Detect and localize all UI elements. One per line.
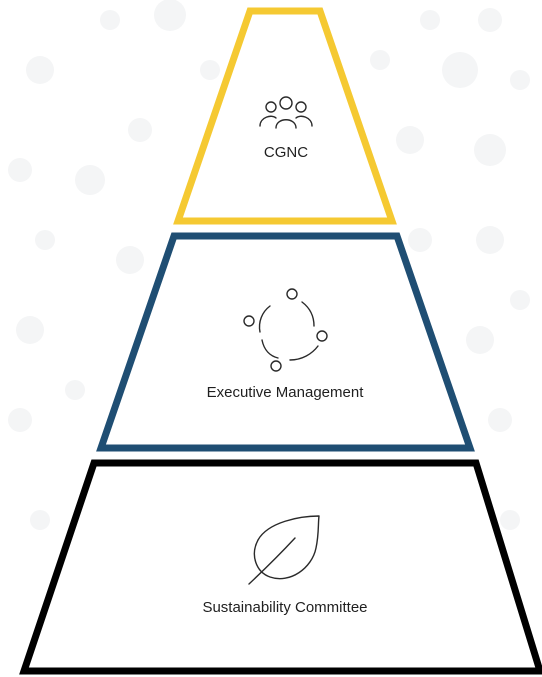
tier-cgnc-shape bbox=[173, 7, 397, 225]
tier-sustainability-committee-label: Sustainability Committee bbox=[202, 599, 367, 616]
tier-executive-management-label: Executive Management bbox=[207, 384, 365, 401]
tier-cgnc-label: CGNC bbox=[264, 144, 308, 161]
tier-executive-management: Executive Management bbox=[96, 232, 475, 452]
tier-executive-management-shape bbox=[96, 232, 475, 452]
leaf-icon bbox=[248, 515, 320, 585]
tier-sustainability-committee: Sustainability Committee bbox=[19, 459, 542, 675]
tier-sustainability-committee-shape bbox=[19, 459, 542, 675]
team-circle-icon bbox=[243, 288, 328, 372]
tier-cgnc: CGNC bbox=[173, 7, 397, 225]
people-group-icon bbox=[259, 96, 313, 129]
